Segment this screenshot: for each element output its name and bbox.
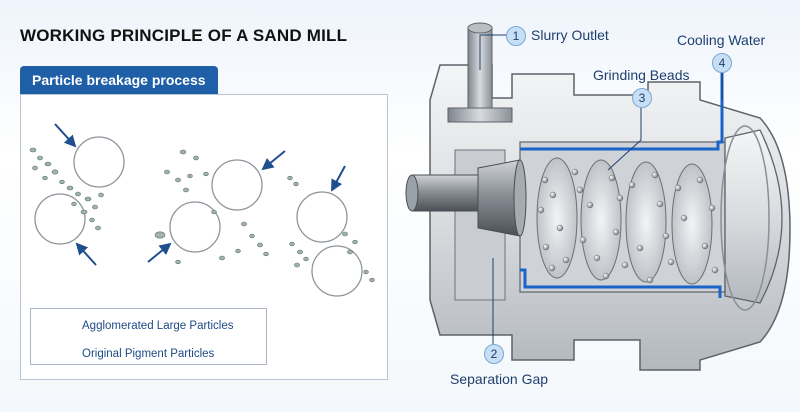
callout-3-badge: 3 xyxy=(632,88,652,108)
callout-2-badge: 2 xyxy=(484,344,504,364)
legend-agglomerated-label: Agglomerated Large Particles xyxy=(82,320,234,332)
panel-tab: Particle breakage process xyxy=(20,66,218,94)
grinding-beads-label: Grinding Beads xyxy=(593,67,690,83)
sand-mill-cross-section xyxy=(405,22,791,371)
callout-1-badge: 1 xyxy=(506,26,526,46)
slurry-outlet-label: Slurry Outlet xyxy=(531,27,609,43)
slurry-outlet-leader xyxy=(479,34,507,70)
callout-4-badge: 4 xyxy=(712,53,732,73)
separation-gap-label: Separation Gap xyxy=(450,371,549,387)
breakage-stage-3 xyxy=(289,165,375,297)
page-title: WORKING PRINCIPLE OF A SAND MILL xyxy=(20,26,348,45)
grinding-beads-leader xyxy=(607,105,642,171)
breakage-stage-2 xyxy=(147,149,299,265)
cooling-water-label: Cooling Water xyxy=(677,32,766,48)
legend-box xyxy=(30,308,267,365)
breakage-stage-1 xyxy=(29,123,125,266)
legend-pigment-label: Original Pigment Particles xyxy=(82,348,215,360)
